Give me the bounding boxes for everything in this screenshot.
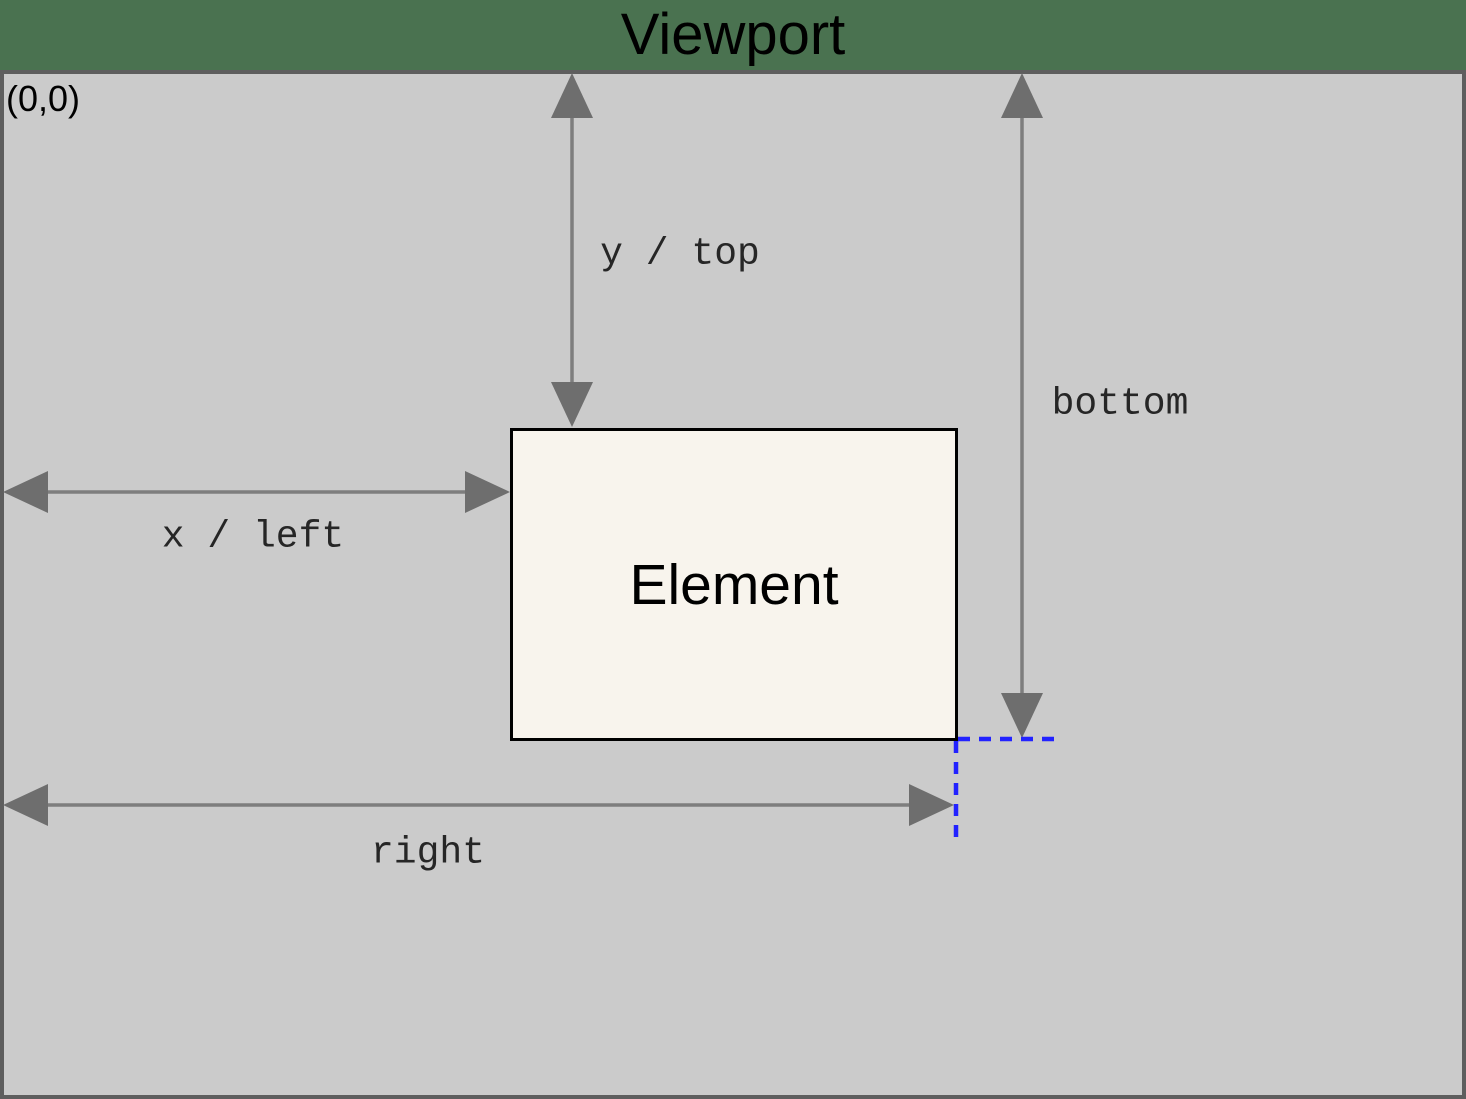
bottom-label: bottom bbox=[1051, 382, 1189, 426]
element-label: Element bbox=[629, 552, 839, 617]
viewport-title: Viewport bbox=[620, 2, 846, 67]
element-box: Element bbox=[510, 428, 958, 741]
y-top-label: y / top bbox=[600, 232, 760, 276]
x-left-label: x / left bbox=[161, 515, 345, 559]
right-label: right bbox=[370, 831, 486, 875]
origin-label: (0,0) bbox=[6, 78, 81, 119]
